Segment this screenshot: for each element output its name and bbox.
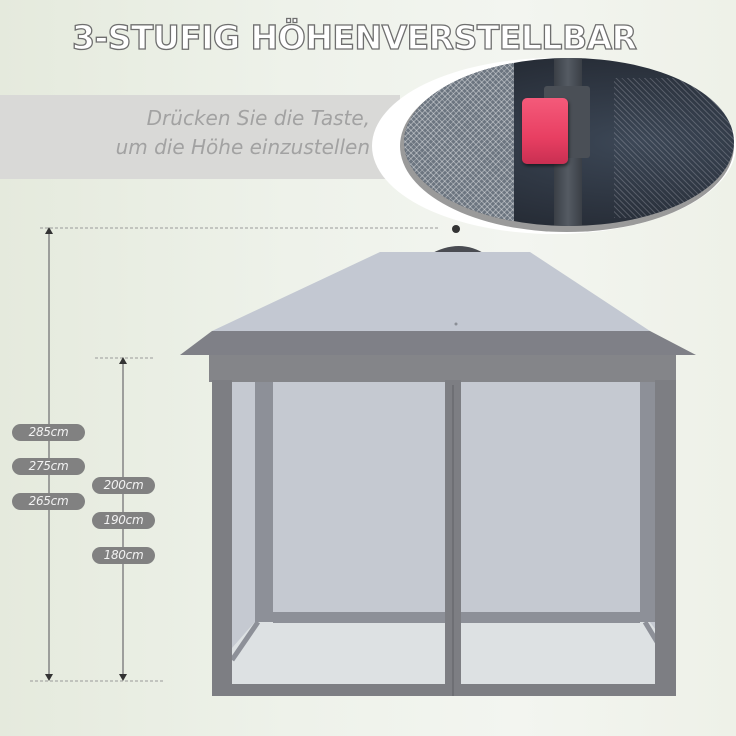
roof-finial — [452, 225, 460, 233]
arrow-down-icon — [45, 674, 53, 681]
height-label-180: 180cm — [92, 547, 155, 564]
roof-canopy — [212, 252, 650, 331]
arrow-up-icon — [45, 227, 53, 234]
page-title: 3-STUFIG HÖHENVERSTELLBAR — [71, 17, 637, 57]
height-label-190: 190cm — [92, 512, 155, 529]
height-label-265: 265cm — [12, 493, 85, 510]
mosquito-net-mesh — [404, 58, 514, 226]
instruction-banner — [0, 95, 400, 179]
height-label-200: 200cm — [92, 477, 155, 494]
roof-eave — [180, 331, 696, 355]
instruction-text: Drücken Sie die Taste, um die Höhe einzu… — [70, 104, 370, 162]
detail-photo — [404, 58, 734, 226]
instruction-line-1: Drücken Sie die Taste, — [146, 106, 370, 130]
front-ground-bar — [212, 684, 676, 696]
instruction-line-2: um die Höhe einzustellen — [115, 135, 370, 159]
mosquito-net-mesh-right — [614, 78, 734, 218]
back-pole-left — [255, 382, 273, 622]
height-label-275: 275cm — [12, 458, 85, 475]
arrow-up-icon — [119, 357, 127, 364]
height-label-285: 285cm — [12, 424, 85, 441]
front-pole-left — [212, 380, 232, 696]
arrow-down-icon — [119, 674, 127, 681]
back-pole-right — [640, 382, 658, 622]
roof-valance — [209, 355, 676, 382]
front-pole-right — [655, 380, 676, 696]
height-adjust-button-icon — [522, 98, 568, 164]
